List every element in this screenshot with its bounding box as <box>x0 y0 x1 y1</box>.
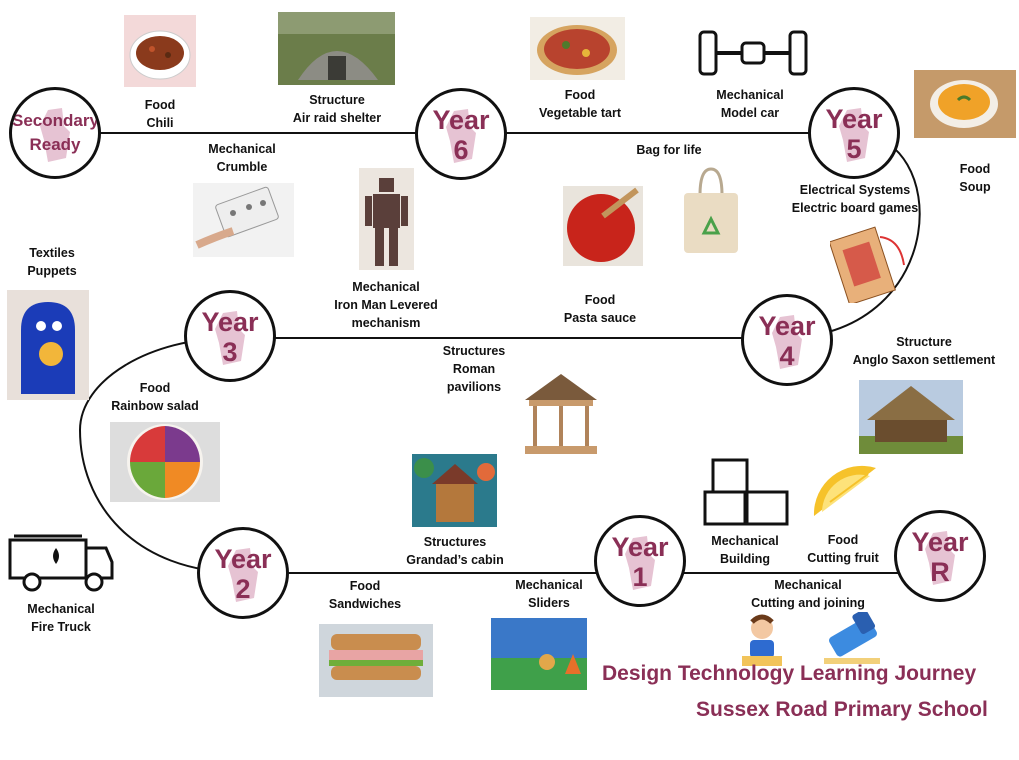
school-seal-icon <box>446 109 476 163</box>
chili-dish-icon <box>124 15 196 87</box>
node-line1: Year <box>201 307 259 337</box>
node-line2: R <box>930 557 950 587</box>
node-line2: 4 <box>779 341 795 371</box>
node-line1: Year <box>825 104 883 134</box>
cabin-icon <box>412 454 497 527</box>
soup-bowl-icon <box>914 70 1016 138</box>
node-line1: Year <box>611 532 669 562</box>
node-line2: Ready <box>29 135 81 154</box>
node-year-4: Year 4 <box>741 294 833 386</box>
school-name: Sussex Road Primary School <box>696 698 988 721</box>
air-raid-shelter-icon <box>278 12 395 85</box>
node-year-1: Year 1 <box>594 515 686 607</box>
sandwich-icon <box>319 624 433 697</box>
node-year-6: Year 6 <box>415 88 507 180</box>
node-year-2: Year 2 <box>197 527 289 619</box>
node-year-5: Year 5 <box>808 87 900 179</box>
node-line2: 6 <box>453 135 469 165</box>
node-line1: Year <box>758 311 816 341</box>
vegetable-tart-icon <box>530 17 625 80</box>
pasta-sauce-icon <box>563 186 643 266</box>
node-year-r: Year R <box>894 510 986 602</box>
node-line2: 1 <box>632 562 648 592</box>
model-car-icon <box>698 30 808 76</box>
child-cutting-icon <box>742 614 782 666</box>
puppet-icon <box>7 290 89 400</box>
electric-board-game-icon <box>830 226 905 303</box>
school-seal-icon <box>625 536 655 590</box>
node-line2: 3 <box>222 337 238 367</box>
bag-for-life-icon <box>684 167 738 253</box>
circuit-board-icon <box>193 183 294 257</box>
node-line1: Secondary <box>12 111 99 130</box>
fire-truck-icon <box>8 534 114 592</box>
school-seal-icon <box>839 108 869 162</box>
node-line1: Year <box>911 527 969 557</box>
node-line2: 5 <box>846 134 862 164</box>
anglo-saxon-hut-icon <box>859 380 963 454</box>
node-year-3: Year 3 <box>184 290 276 382</box>
school-seal-icon <box>215 311 245 365</box>
node-line2: 2 <box>235 574 251 604</box>
salad-bowl-icon <box>110 422 220 502</box>
school-seal-icon <box>925 531 955 585</box>
blocks-icon <box>703 458 789 526</box>
glue-stick-icon <box>824 612 880 664</box>
node-line1: Year <box>214 544 272 574</box>
school-seal-icon <box>228 548 258 602</box>
page-title: Design Technology Learning Journey <box>602 662 977 685</box>
school-seal-icon <box>40 108 70 162</box>
label-bag-for-life: Bag for life <box>636 143 702 157</box>
node-secondary-ready: Secondary Ready <box>9 87 101 179</box>
lemon-icon <box>813 465 876 516</box>
sliders-picture-icon <box>491 618 587 690</box>
gazebo-icon <box>525 374 597 454</box>
school-seal-icon <box>772 315 802 369</box>
node-line1: Year <box>432 105 490 135</box>
iron-man-icon <box>359 168 414 270</box>
